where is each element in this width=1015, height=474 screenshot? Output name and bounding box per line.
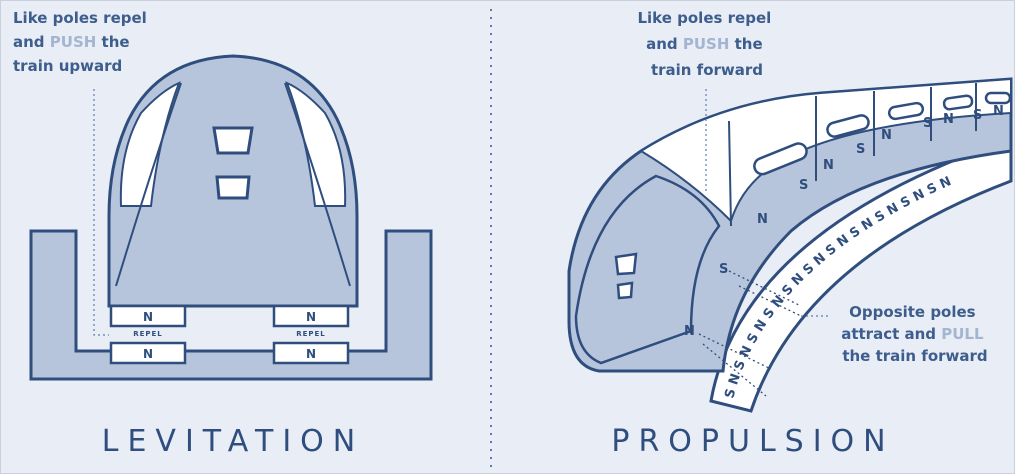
- magnet-label: N: [306, 310, 316, 324]
- repel-label-left: REPEL: [133, 330, 163, 338]
- magnet-track-left: N: [111, 343, 185, 363]
- train-pole: S: [799, 178, 808, 193]
- train-window: [943, 95, 972, 110]
- magnet-label: N: [306, 347, 316, 361]
- train-pole: S: [923, 116, 932, 131]
- magnet-track-right: N: [274, 343, 348, 363]
- propulsion-title: PROPULSION: [611, 424, 894, 459]
- magnet-train-left: N: [111, 306, 185, 326]
- levitation-title: LEVITATION: [102, 424, 364, 459]
- train-pole: N: [881, 128, 892, 143]
- levitation-panel: N N REPEL REPEL N N Like poles repel and…: [13, 9, 431, 459]
- train-pole: N: [823, 158, 834, 173]
- train-side-pole-s: S: [719, 262, 728, 277]
- nose-window-top: [616, 254, 636, 274]
- nose-window-bottom: [618, 283, 632, 298]
- train-front-pole-n: N: [684, 324, 695, 339]
- levitation-callout-line: [94, 89, 109, 335]
- levitation-caption: Like poles repel and PUSH the train upwa…: [13, 9, 152, 75]
- propulsion-panel: S N S N S N S N S N S N S N S N S N S N …: [569, 9, 1011, 459]
- magnet-label: N: [143, 310, 153, 324]
- magnet-label: N: [143, 347, 153, 361]
- train-window-top: [214, 128, 252, 153]
- magnet-train-right: N: [274, 306, 348, 326]
- train-pole: S: [973, 108, 982, 123]
- train-pole: N: [757, 212, 768, 227]
- train-window-bottom: [217, 177, 249, 198]
- repel-label-right: REPEL: [296, 330, 326, 338]
- train-pole: N: [993, 104, 1004, 119]
- propulsion-caption-right: Opposite poles attract and PULL the trai…: [841, 303, 989, 365]
- propulsion-caption-top: Like poles repel and PUSH the train forw…: [637, 9, 776, 79]
- train-pole: S: [856, 142, 865, 157]
- train-window: [986, 93, 1010, 103]
- train-pole: N: [943, 112, 954, 127]
